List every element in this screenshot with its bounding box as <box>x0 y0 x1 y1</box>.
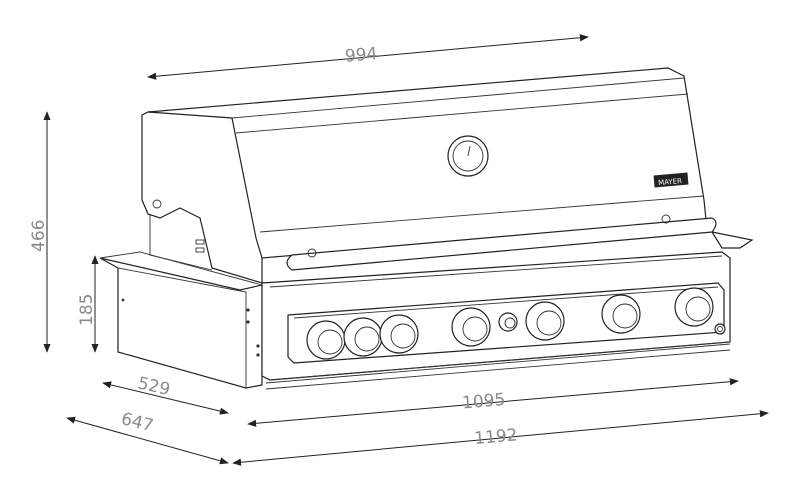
ignition-button[interactable] <box>498 312 518 332</box>
right-flange <box>710 231 754 249</box>
knob-3[interactable] <box>379 314 419 354</box>
knob-4[interactable] <box>451 307 491 347</box>
dimension-side-depth-label: 529 <box>136 373 172 400</box>
dimension-total-depth-label: 647 <box>119 409 155 436</box>
dimension-front-width-label: 1095 <box>461 390 506 414</box>
knob-1[interactable] <box>306 320 346 360</box>
thermometer-icon <box>447 135 489 177</box>
dimension-front-width: 1095 <box>247 378 739 427</box>
dimension-total-height-label: 466 <box>29 220 49 252</box>
dimension-top-width: 994 <box>147 34 589 80</box>
lid-handle <box>286 217 717 271</box>
brand-badge-text: MAYER <box>658 177 683 187</box>
dimension-total-height: 466 <box>29 111 51 353</box>
knob-6[interactable] <box>601 294 641 334</box>
knob-7[interactable] <box>674 287 714 327</box>
knob-2[interactable] <box>343 317 383 357</box>
grill-drawing: MAYER <box>99 67 754 390</box>
brand-badge: MAYER <box>653 172 689 188</box>
dimension-total-width-label: 1192 <box>473 425 518 449</box>
dimension-top-width-label: 994 <box>344 44 378 67</box>
dimension-base-height-label: 185 <box>77 294 97 326</box>
dimension-base-height: 185 <box>77 255 99 353</box>
dimension-total-depth: 647 <box>66 409 229 465</box>
knob-5[interactable] <box>525 301 565 341</box>
side-cabinet <box>99 257 263 389</box>
dimension-side-depth: 529 <box>102 373 229 415</box>
light-indicator <box>714 323 726 335</box>
dimension-total-width: 1192 <box>232 410 769 466</box>
